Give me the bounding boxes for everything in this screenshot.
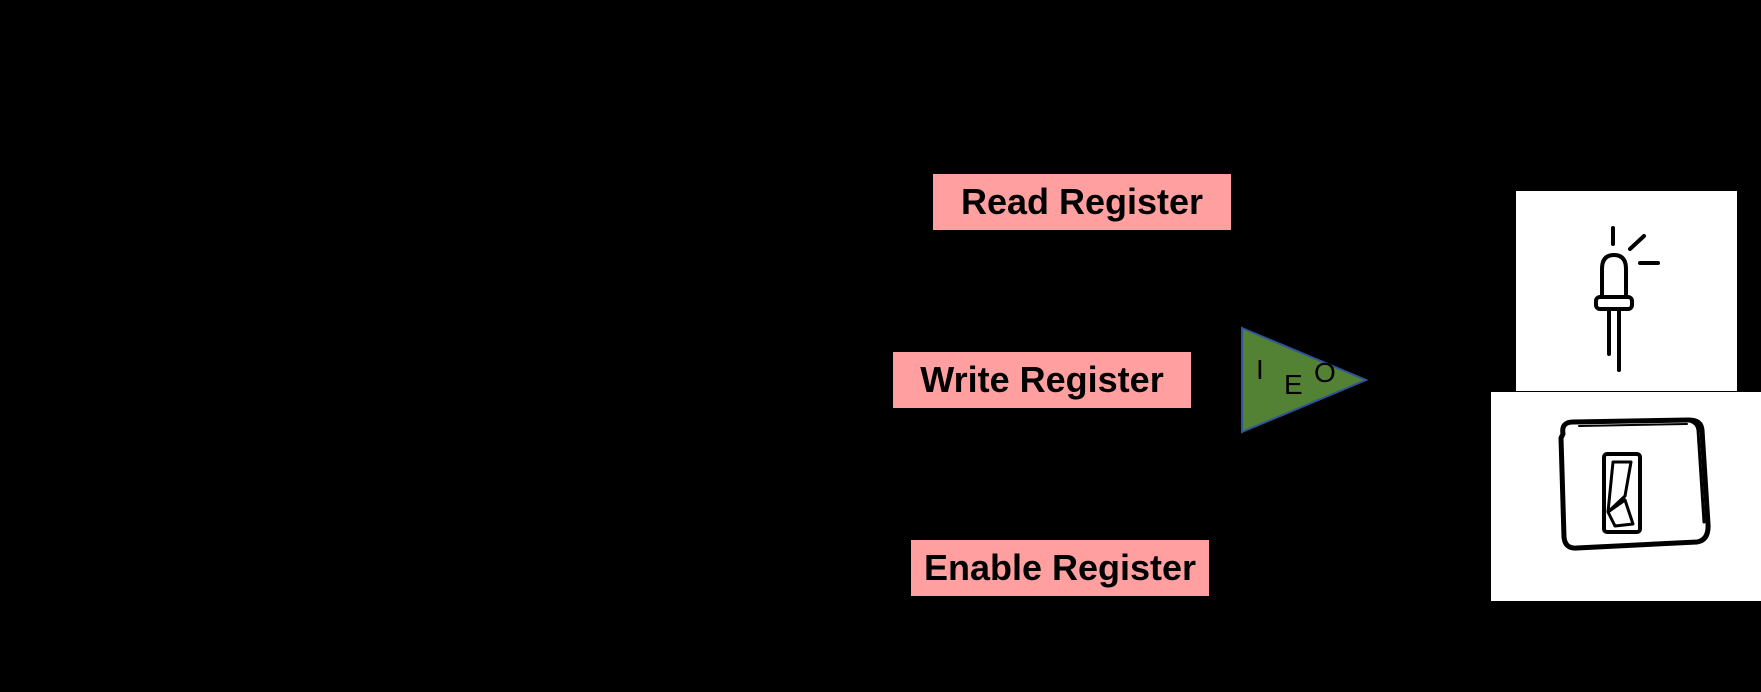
write-register-label: Write Register — [920, 359, 1164, 400]
buffer-input-label: I — [1256, 354, 1264, 385]
led-icon — [1594, 226, 1660, 372]
switch-panel — [1491, 392, 1761, 601]
enable-register-label: Enable Register — [923, 547, 1197, 588]
buffer-triangle-icon — [1241, 326, 1369, 434]
light-switch-icon — [1558, 417, 1711, 551]
led-panel — [1516, 191, 1737, 391]
write-register-box: Write Register — [893, 352, 1191, 408]
buffer-enable-label: E — [1284, 369, 1303, 400]
read-register-box: Read Register — [933, 174, 1231, 230]
enable-register-box: Enable Register — [911, 540, 1209, 596]
buffer-output-label: O — [1314, 357, 1336, 388]
read-register-label: Read Register — [960, 181, 1204, 222]
tri-state-buffer: I E O — [1241, 326, 1369, 434]
